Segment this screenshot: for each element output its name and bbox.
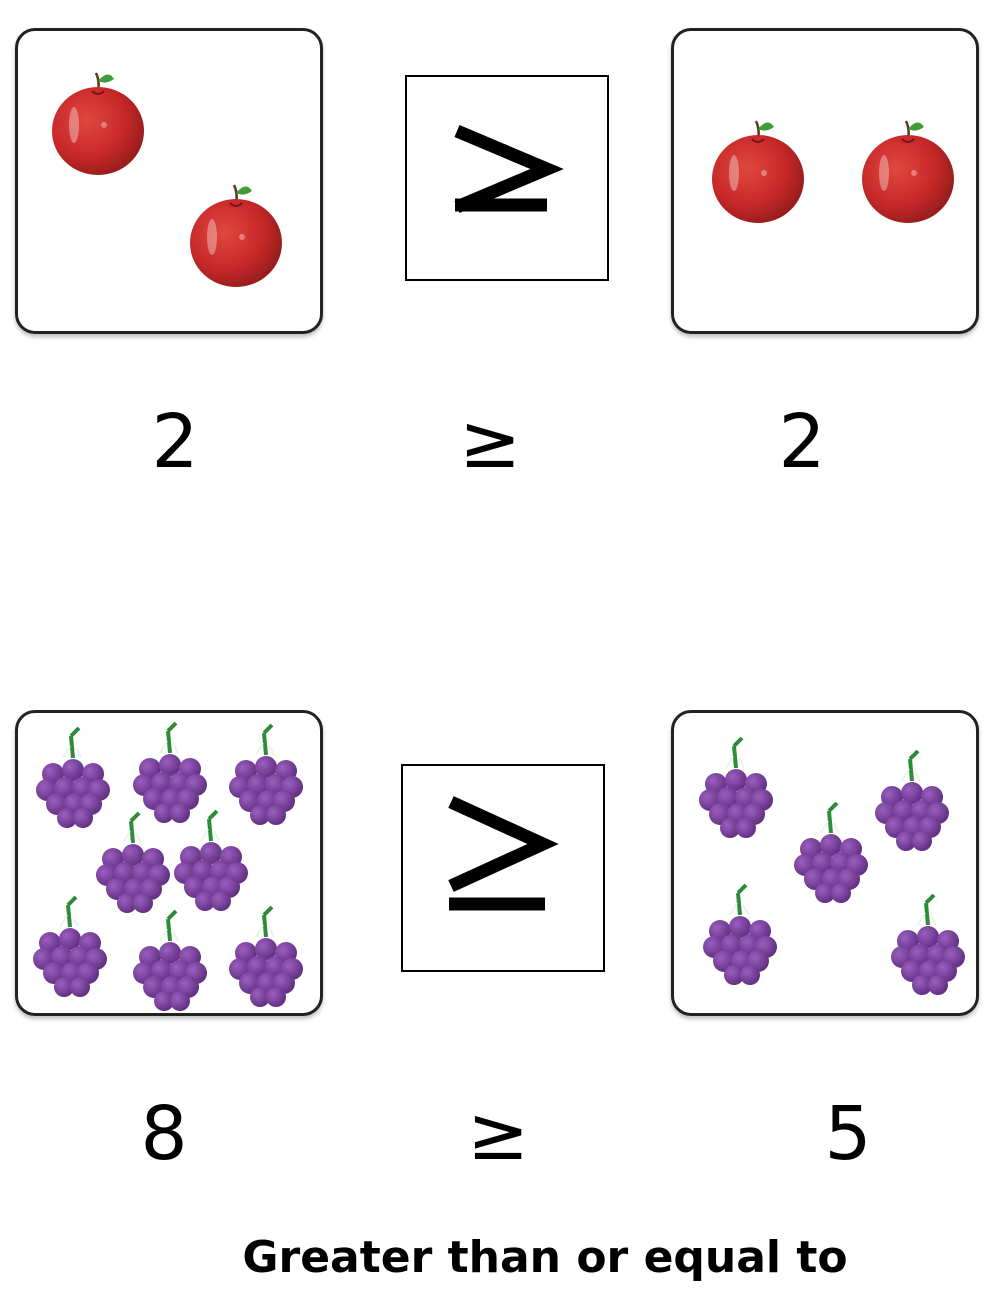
grapes-icon: [227, 905, 305, 1009]
left-count-label: 2: [151, 399, 199, 485]
left-grapes-card: [15, 710, 323, 1016]
right-count-label: 5: [824, 1091, 872, 1177]
symbol-label: ≥: [458, 399, 521, 485]
apple-icon: [50, 71, 146, 177]
grapes-icon: [792, 801, 870, 905]
grapes-icon: [697, 736, 775, 840]
apple-icon: [860, 119, 956, 225]
grapes-icon: [889, 893, 967, 997]
apple-icon: [188, 183, 284, 289]
grapes-icon: [131, 909, 209, 1013]
caption: Greater than or equal to: [242, 1232, 848, 1283]
grapes-icon: [131, 721, 209, 825]
grapes-icon: [172, 809, 250, 913]
right-count-label: 2: [778, 399, 826, 485]
grapes-icon: [94, 811, 172, 915]
grapes-icon: [34, 726, 112, 830]
symbol-box: [401, 764, 605, 972]
right-grapes-card: [671, 710, 979, 1016]
left-apple-card: [15, 28, 323, 334]
symbol-label: ≥: [466, 1091, 529, 1177]
right-apple-card: [671, 28, 979, 334]
symbol-box: [405, 75, 609, 281]
left-count-label: 8: [140, 1091, 188, 1177]
grapes-icon: [227, 723, 305, 827]
grapes-icon: [873, 749, 951, 853]
grapes-icon: [701, 883, 779, 987]
grapes-icon: [31, 895, 109, 999]
apple-icon: [710, 119, 806, 225]
